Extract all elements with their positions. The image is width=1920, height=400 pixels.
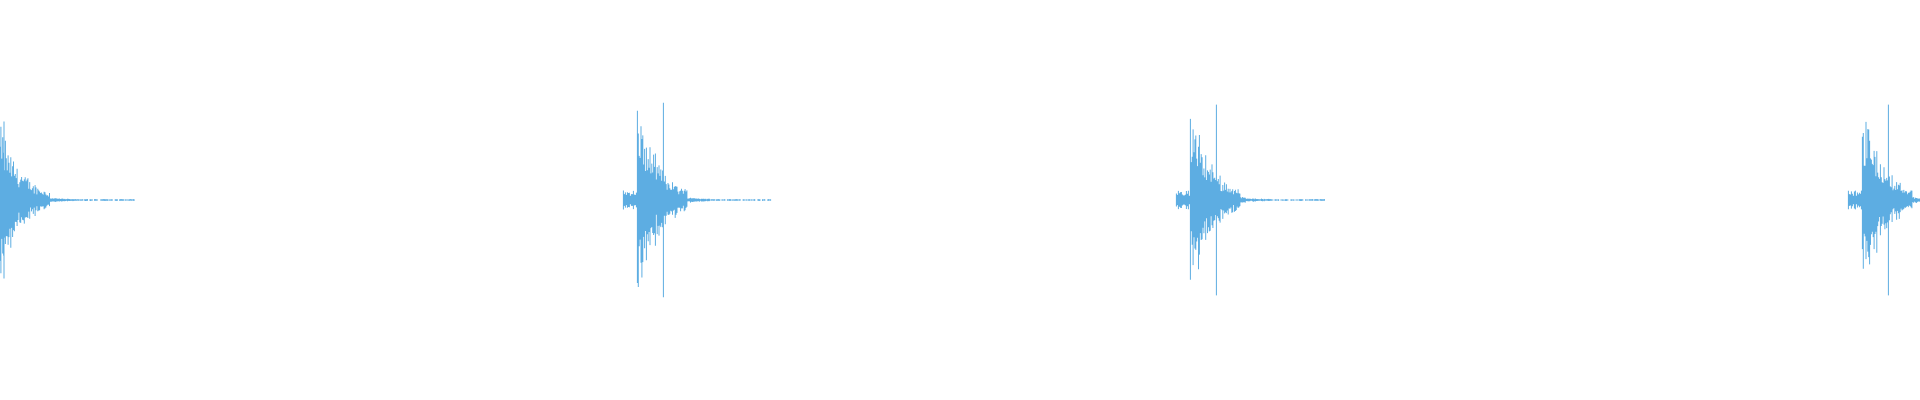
- waveform-samples: [1175, 104, 1325, 296]
- waveform-transient: [622, 102, 773, 298]
- waveform-transient: [1847, 104, 1920, 296]
- waveform-samples: [622, 102, 772, 298]
- waveform-transient: [0, 121, 135, 279]
- waveform-samples: [1847, 104, 1920, 296]
- waveform-samples: [0, 121, 135, 279]
- waveform-transient: [1175, 104, 1326, 296]
